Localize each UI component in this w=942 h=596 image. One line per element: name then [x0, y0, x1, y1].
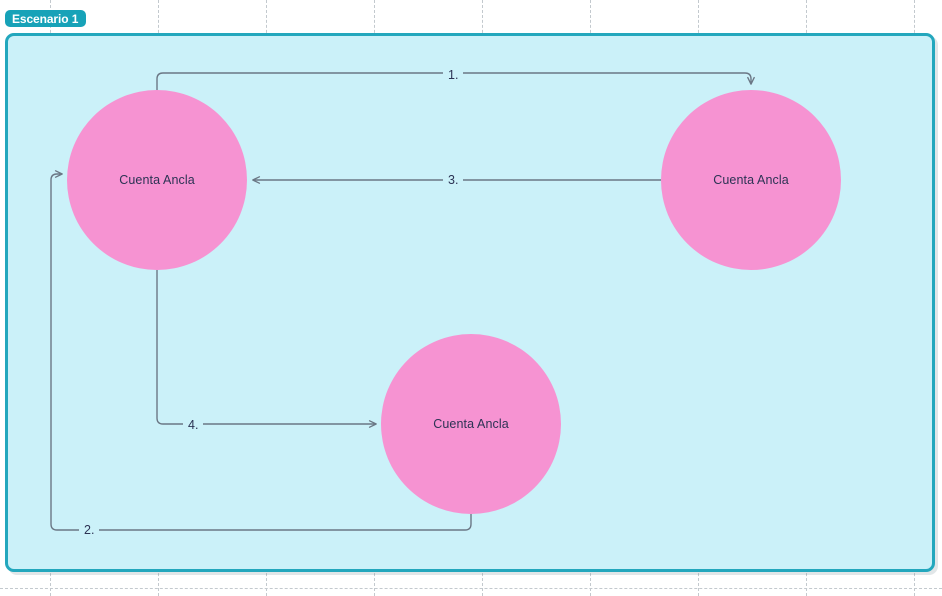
node-cuenta-ancla-bottom[interactable]: Cuenta Ancla [381, 334, 561, 514]
grid-hline [0, 588, 942, 589]
scenario-badge-label: Escenario 1 [12, 11, 79, 26]
node-label: Cuenta Ancla [433, 417, 509, 431]
edge-label-4: 4. [183, 418, 204, 432]
node-cuenta-ancla-right[interactable]: Cuenta Ancla [661, 90, 841, 270]
node-cuenta-ancla-left[interactable]: Cuenta Ancla [67, 90, 247, 270]
node-label: Cuenta Ancla [713, 173, 789, 187]
edge-label-2: 2. [79, 523, 100, 537]
scenario-badge[interactable]: Escenario 1 [5, 10, 87, 27]
edge-label-3: 3. [443, 173, 464, 187]
node-label: Cuenta Ancla [119, 173, 195, 187]
edge-label-1: 1. [443, 68, 464, 82]
